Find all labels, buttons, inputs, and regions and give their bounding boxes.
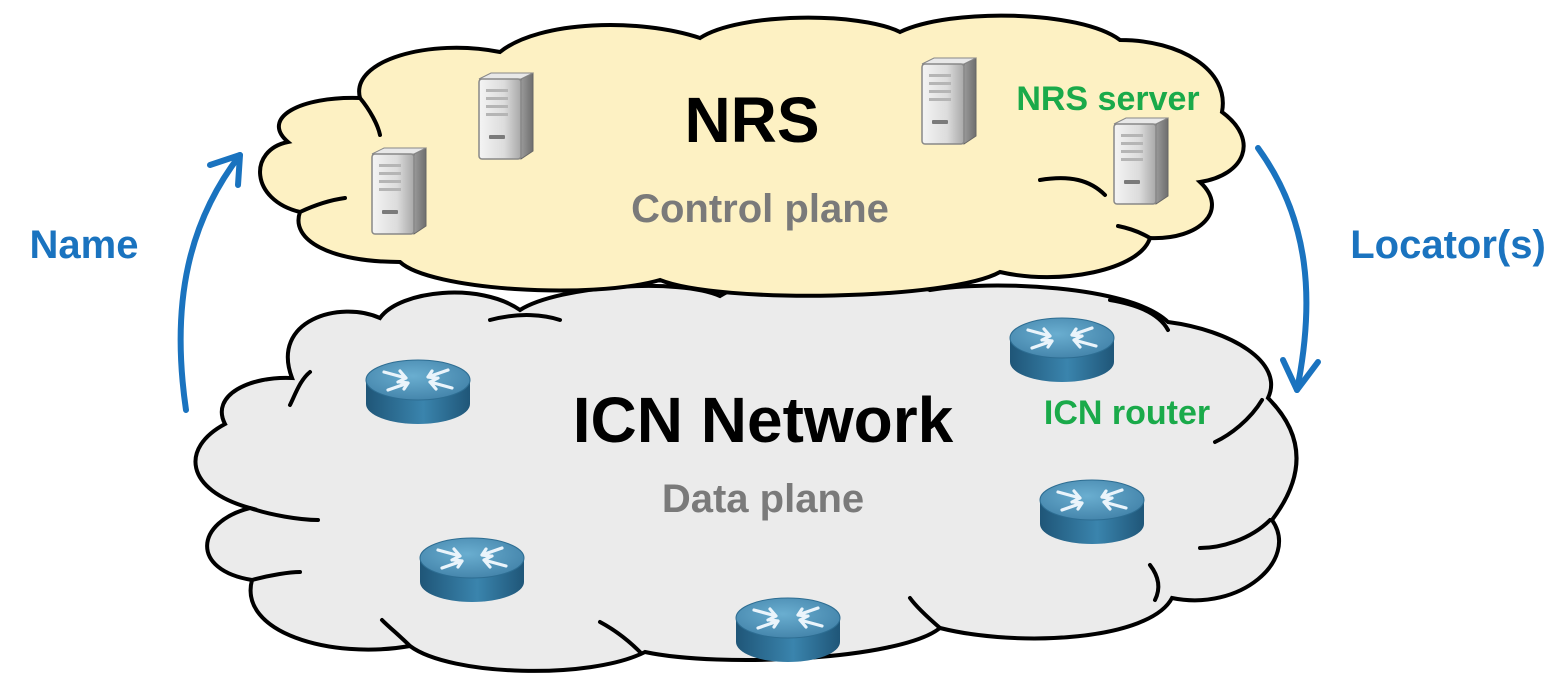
locator-arrow-label: Locator(s) <box>1350 223 1546 267</box>
data-plane-title: ICN Network <box>573 384 954 456</box>
control-plane-subtitle: Control plane <box>631 187 889 231</box>
name-arrow-label: Name <box>30 223 139 267</box>
locator-arrow-line <box>1255 145 1310 393</box>
locator-arrow <box>1255 145 1321 393</box>
router-group <box>365 317 1145 662</box>
data-plane-subtitle: Data plane <box>662 477 864 521</box>
router-icon <box>1039 479 1145 544</box>
icn-router-label: ICN router <box>1044 394 1210 432</box>
nrs-server-label: NRS server <box>1016 80 1199 118</box>
name-arrow-line <box>177 152 243 413</box>
server-group <box>371 57 1169 235</box>
name-arrow-head <box>207 152 243 188</box>
server-icon <box>1113 117 1169 205</box>
server-icon <box>921 57 977 145</box>
control-plane-title: NRS <box>684 84 819 156</box>
router-icon <box>419 537 525 602</box>
router-icon <box>735 597 841 662</box>
router-icon <box>1009 317 1115 382</box>
locator-arrow-head <box>1280 357 1321 393</box>
name-arrow <box>177 152 243 413</box>
server-icon <box>371 147 427 235</box>
server-icon <box>478 72 534 160</box>
router-icon <box>365 359 471 424</box>
